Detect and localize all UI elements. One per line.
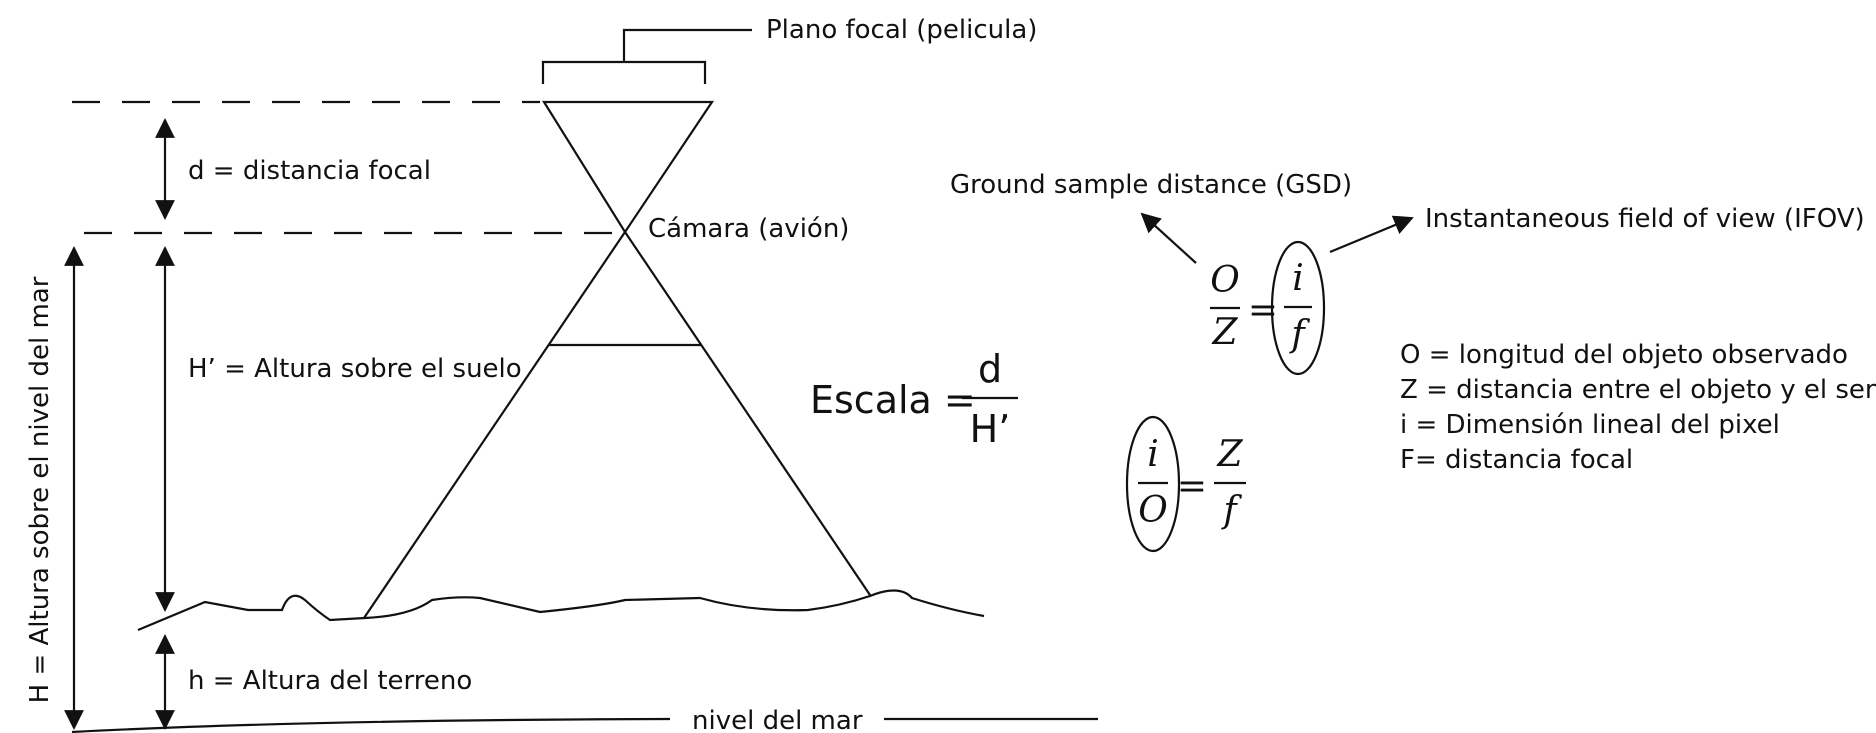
legend-item-i: i = Dimensión lineal del pixel (1400, 410, 1780, 440)
height-above-sea-label: H = Altura sobre el nivel del mar (25, 276, 55, 703)
formula2-right-denominator: f (1220, 490, 1242, 531)
formula1-right-numerator: i (1292, 258, 1304, 299)
focal-distance-label: d = distancia focal (188, 156, 431, 186)
gsd-label: Ground sample distance (GSD) (950, 170, 1352, 200)
formula1-right-denominator: f (1288, 314, 1310, 355)
gsd-arrow (1140, 212, 1197, 264)
formula2-left-numerator: i (1147, 434, 1159, 475)
focal-plane-bracket (541, 28, 752, 84)
focal-plane-label: Plano focal (pelicula) (766, 15, 1037, 45)
formula1-left-denominator: Z (1211, 312, 1238, 353)
scale-formula-lhs: Escala = (810, 378, 976, 422)
scale-formula: Escala = d H’ (810, 347, 1018, 451)
height-above-ground-label: H’ = Altura sobre el suelo (188, 354, 522, 384)
film-triangle (542, 100, 715, 235)
formula-gsd-ifov: O Z = i f (1210, 240, 1326, 376)
formula1-left-numerator: O (1210, 260, 1240, 301)
formula1-ifov-circle (1270, 240, 1326, 376)
ifov-arrow (1329, 215, 1414, 254)
left-view-ray (363, 231, 626, 619)
sea-level-line-left (71, 717, 671, 733)
legend-item-f: F= distancia focal (1400, 445, 1633, 475)
camera-label: Cámara (avión) (648, 214, 849, 244)
terrain-height-label: h = Altura del terreno (188, 666, 472, 696)
variable-legend: O = longitud del objeto observado Z = di… (1400, 340, 1876, 475)
legend-item-o: O = longitud del objeto observado (1400, 340, 1848, 370)
formula2-circle (1125, 415, 1181, 553)
legend-item-z: Z = distancia entre el objeto y el senso… (1400, 375, 1876, 405)
right-view-ray (624, 231, 871, 596)
sea-level-label: nivel del mar (692, 706, 863, 733)
formula2-right-numerator: Z (1216, 434, 1243, 475)
formula-inverse: i O = Z f (1125, 415, 1246, 553)
formula2-left-denominator: O (1138, 490, 1168, 531)
scale-formula-denominator: H’ (970, 407, 1011, 451)
formula2-equals: = (1177, 466, 1207, 507)
terrain-profile (137, 589, 985, 632)
scale-formula-numerator: d (978, 347, 1002, 391)
ifov-label: Instantaneous field of view (IFOV) (1425, 204, 1865, 234)
